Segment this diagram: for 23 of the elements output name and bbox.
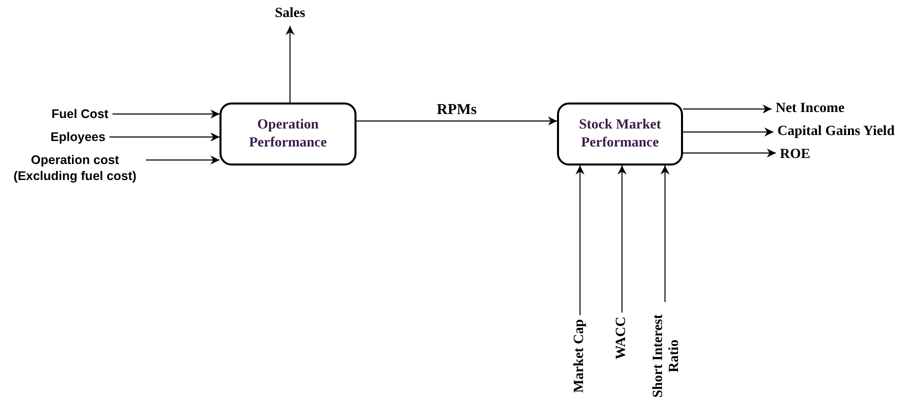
output-label: Net Income xyxy=(776,101,844,117)
input-label: Operation cost (Excluding fuel cost) xyxy=(8,152,142,184)
arrow xyxy=(146,156,220,164)
input-label: Eployees xyxy=(50,129,106,145)
arrow xyxy=(618,166,626,313)
arrow xyxy=(576,166,584,316)
input-label: WACC xyxy=(614,316,630,360)
arrow xyxy=(683,128,774,136)
arrow xyxy=(112,110,220,118)
output-label: Capital Gains Yield xyxy=(777,124,895,140)
arrow xyxy=(683,104,772,114)
process-box: Stock Market Performance xyxy=(557,102,683,166)
output-label: ROE xyxy=(780,147,810,163)
arrow xyxy=(683,148,776,158)
arrow xyxy=(356,116,557,126)
process-box: Operation Performance xyxy=(220,102,356,166)
input-label: Market Cap xyxy=(572,319,588,393)
arrow xyxy=(286,26,294,102)
arrow xyxy=(109,132,220,142)
input-label: Fuel Cost xyxy=(52,106,108,122)
arrow xyxy=(660,166,670,302)
input-label: Short Interest Ratio xyxy=(651,306,683,406)
output-label: Sales xyxy=(274,6,306,22)
